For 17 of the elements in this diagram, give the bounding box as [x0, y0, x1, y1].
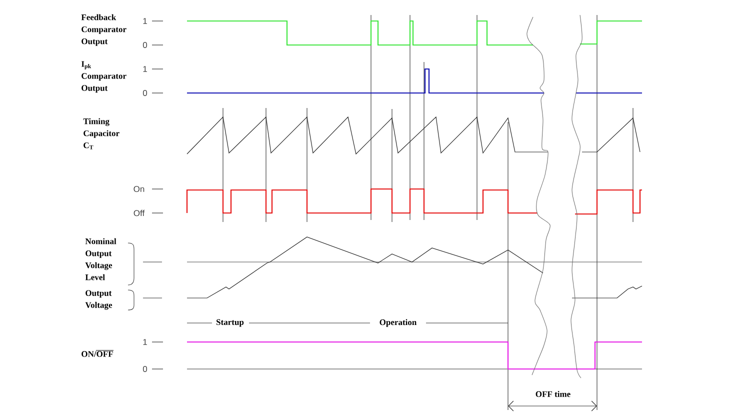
level-label: 0 — [142, 42, 148, 48]
signal-label: Nominal Output Voltage Level — [85, 238, 116, 280]
level-label: 0 — [142, 90, 148, 96]
level-label: Off — [134, 210, 145, 216]
signal-label: I$_{pk}$ Comparator Output — [81, 61, 126, 93]
level-label: 1 — [143, 339, 147, 345]
phase-label: Operation — [380, 319, 417, 327]
level-label: 0 — [142, 366, 148, 372]
dimension-label: OFF time — [536, 391, 570, 397]
signal-label: Timing Capacitor C$_{T}$ — [83, 118, 120, 150]
level-label: On — [134, 186, 144, 192]
level-label: 1 — [143, 18, 147, 24]
signal-label: ON/OFF — [82, 350, 114, 357]
signal-label: Output Voltage — [85, 290, 112, 310]
phase-label: Startup — [216, 319, 244, 327]
signal-label: Feedback Comparator Output — [81, 14, 126, 46]
level-label: 1 — [143, 66, 147, 72]
